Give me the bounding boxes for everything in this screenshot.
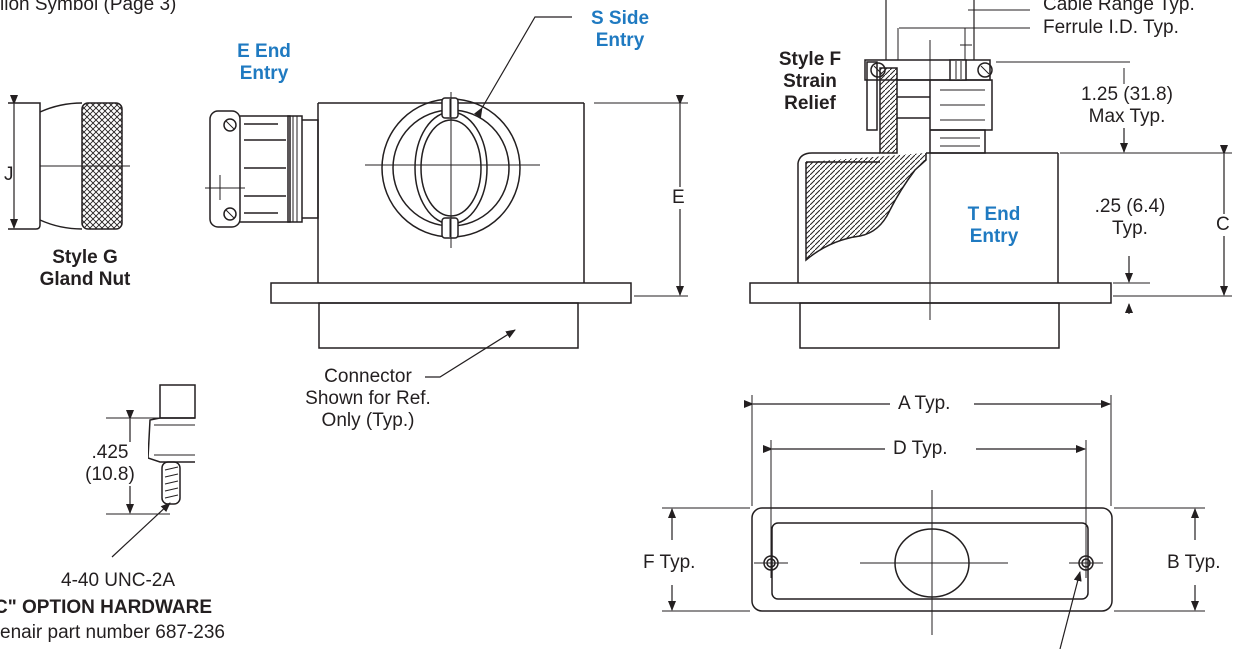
dim-j-label: J xyxy=(4,164,14,185)
dim-b-label: B Typ. xyxy=(1167,552,1221,573)
dim-e-label: E xyxy=(669,187,688,209)
style-g-gland-nut xyxy=(8,95,130,230)
e-s-entry-view xyxy=(205,16,688,349)
plan-view xyxy=(662,395,1205,649)
dim-d-label: D Typ. xyxy=(893,438,948,459)
t-end-view xyxy=(749,0,1232,349)
ferrule-id-label: Ferrule I.D. Typ. xyxy=(1040,17,1182,39)
cable-range-label: Cable Range Typ. xyxy=(1040,0,1198,16)
dim-a-label: A Typ. xyxy=(898,393,951,414)
dim-0-425-label: .425 (10.8) xyxy=(72,442,148,486)
thread-spec-label: 4-40 UNC-2A xyxy=(61,570,176,591)
top-left-caption: lion Symbol (Page 3) xyxy=(0,0,177,15)
option-hardware-title: C" OPTION HARDWARE xyxy=(0,597,213,618)
part-number-label: enair part number 687-236 xyxy=(0,622,225,643)
e-end-entry-label: E End Entry xyxy=(237,41,291,84)
connector-reference-label: Connector Shown for Ref. Only (Typ.) xyxy=(305,366,431,431)
t-end-entry-label: T End Entry xyxy=(967,204,1021,247)
option-hardware xyxy=(106,384,196,558)
connector-leader xyxy=(425,329,516,378)
dim-c-label: C xyxy=(1213,214,1233,236)
dim-1-25-label: 1.25 (31.8) Max Typ. xyxy=(1050,84,1204,128)
dim-0-25-label: .25 (6.4) Typ. xyxy=(1094,196,1166,239)
dim-f-label: F Typ. xyxy=(643,552,696,573)
s-side-entry-label: S Side Entry xyxy=(590,8,650,51)
style-g-gland-nut-label: Style G Gland Nut xyxy=(39,247,131,290)
style-f-strain-relief-label: Style F Strain Relief xyxy=(778,49,842,114)
